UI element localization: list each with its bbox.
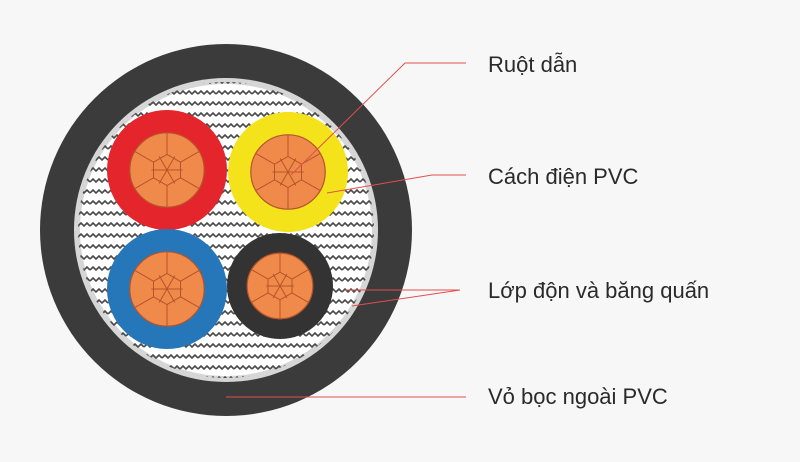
core-black	[227, 233, 333, 339]
conductor-strands	[251, 253, 309, 319]
leader-lines	[226, 62, 466, 398]
label-insulation: Cách điện PVC	[488, 164, 639, 189]
conductor-strands	[255, 134, 321, 210]
core-yellow	[228, 112, 348, 232]
core-blue	[107, 229, 227, 349]
label-outer-sheath: Vỏ bọc ngoài PVC	[488, 384, 668, 409]
leader-line-conductor	[290, 62, 466, 176]
leader-line-insulation	[326, 174, 466, 194]
conductor-strands	[134, 132, 200, 208]
leader-line-filler-b	[351, 289, 461, 307]
insulated-cores	[107, 110, 348, 349]
label-conductor: Ruột dẫn	[488, 52, 578, 77]
label-filler-and-tape: Lớp độn và băng quấn	[488, 278, 710, 303]
core-red	[107, 110, 227, 230]
conductor-strands	[134, 251, 200, 327]
